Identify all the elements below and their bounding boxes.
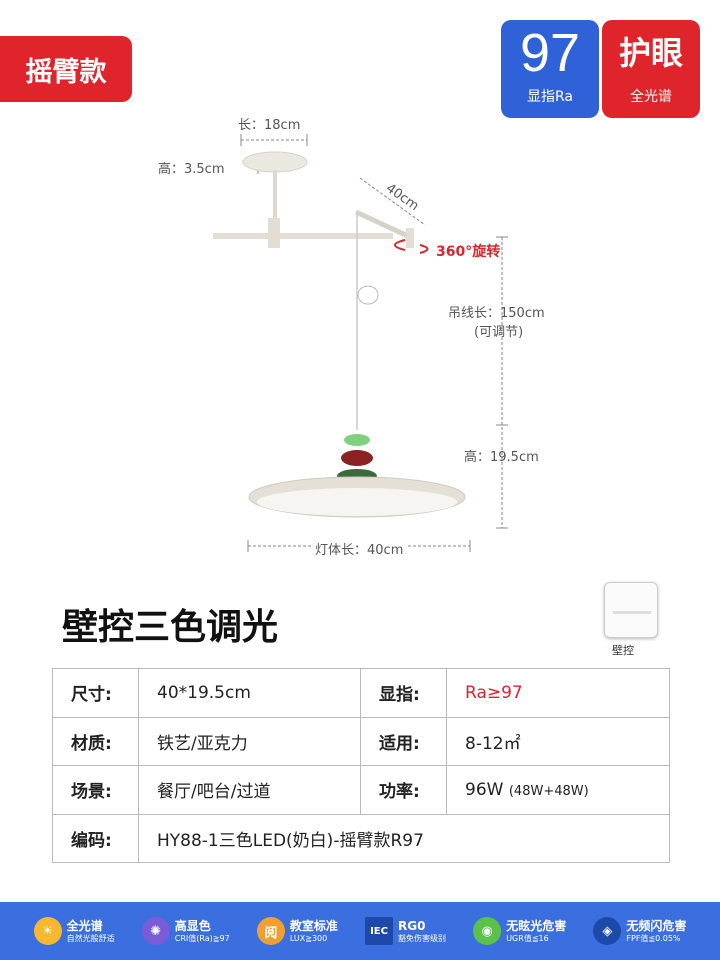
spec-key: 材质: bbox=[52, 716, 139, 766]
feature-sub: FPF值≦0.05% bbox=[626, 933, 681, 943]
eye-care-label: 全光谱 bbox=[630, 89, 672, 105]
feature-title: 全光谱 bbox=[66, 918, 103, 933]
eye-care-value: 护眼 bbox=[618, 34, 683, 72]
power-detail: (48W+48W) bbox=[508, 783, 589, 799]
feature-sub: LUX≧300 bbox=[289, 933, 328, 943]
feature-sub: UGR值≦16 bbox=[506, 933, 549, 943]
iec-icon: IEC bbox=[365, 917, 394, 945]
spec-key: 场景: bbox=[52, 765, 139, 815]
eye-care-badge: 护眼 全光谱 bbox=[602, 20, 700, 118]
feature-sub: CRI值(Ra)≧97 bbox=[174, 933, 230, 943]
base-height-label: 高：3.5cm bbox=[158, 162, 225, 177]
spec-key: 尺寸: bbox=[52, 668, 139, 718]
cord-length-label: 吊线长：150cm bbox=[448, 306, 545, 321]
spec-key: 编码: bbox=[52, 813, 139, 863]
wall-switch-label: 壁控 bbox=[612, 644, 634, 657]
feature-title: 无频闪危害 bbox=[626, 918, 687, 933]
spec-key: 显指: bbox=[360, 668, 447, 718]
spec-value: 40*19.5cm bbox=[138, 668, 361, 718]
product-title: 壁控三色调光 bbox=[62, 607, 279, 648]
lamp-height-label: 高：19.5cm bbox=[464, 450, 539, 465]
feature-title: 高显色 bbox=[174, 918, 211, 933]
spec-key: 功率: bbox=[360, 765, 447, 815]
ra-value: 97 bbox=[519, 23, 581, 83]
feature-title: 教室标准 bbox=[289, 918, 338, 933]
ra-label: 显指Ra bbox=[527, 89, 573, 105]
spec-value: 餐厅/吧台/过道 bbox=[138, 765, 361, 815]
wall-switch-image bbox=[604, 582, 658, 638]
table-row: 尺寸: 40*19.5cm 显指: Ra≥97 bbox=[52, 668, 670, 718]
table-row: 材质: 铁艺/亚克力 适用: 8-12㎡ bbox=[52, 716, 670, 766]
lamp-length-label: 灯体长：40cm bbox=[312, 539, 407, 558]
spec-value: 8-12㎡ bbox=[446, 716, 670, 766]
cord-note-label: (可调节) bbox=[474, 325, 524, 340]
ra-badge: 97 显指Ra bbox=[501, 20, 599, 118]
spec-value: 96W (48W+48W) bbox=[446, 765, 670, 815]
sun-icon: ☀ bbox=[33, 917, 62, 945]
spec-value: 铁艺/亚克力 bbox=[138, 716, 361, 766]
spec-table: 尺寸: 40*19.5cm 显指: Ra≥97 材质: 铁艺/亚克力 适用: 8… bbox=[52, 668, 670, 863]
feature-sub: 豁免伤害级别 bbox=[398, 933, 447, 943]
lamp-illustration bbox=[213, 134, 508, 552]
table-row: 场景: 餐厅/吧台/过道 功率: 96W (48W+48W) bbox=[52, 765, 670, 815]
feature-title: 无眩光危害 bbox=[506, 918, 567, 933]
spec-value: Ra≥97 bbox=[446, 668, 670, 718]
spec-value: HY88-1三色LED(奶白)-摇臂款R97 bbox=[138, 813, 670, 863]
rotate-label: 360°旋转 bbox=[436, 244, 501, 260]
power-value: 96W bbox=[465, 779, 504, 800]
feature-item: ☀ 全光谱自然光般舒适 bbox=[33, 917, 115, 945]
eye-icon: ◉ bbox=[473, 917, 502, 945]
style-tag: 摇臂款 bbox=[0, 36, 132, 102]
classroom-icon: 阅 bbox=[256, 917, 285, 945]
spec-key: 适用: bbox=[360, 716, 447, 766]
feature-sub: 自然光般舒适 bbox=[66, 933, 115, 943]
flicker-icon: ◈ bbox=[593, 917, 622, 945]
feature-title: RG0 bbox=[398, 918, 426, 933]
table-row: 编码: HY88-1三色LED(奶白)-摇臂款R97 bbox=[52, 813, 670, 863]
color-wheel-icon: ✺ bbox=[141, 917, 170, 945]
base-length-label: 长：18cm bbox=[238, 118, 301, 133]
